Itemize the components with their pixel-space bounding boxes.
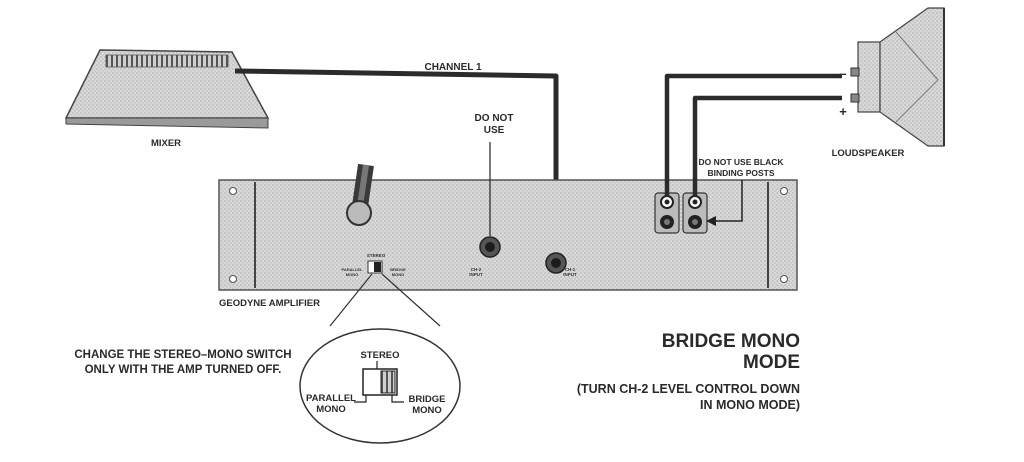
bridge-small-label-1: BRIDGE: [390, 267, 406, 272]
ch1-label-2: INPUT: [563, 272, 577, 277]
minus-terminal-label: –: [839, 66, 846, 81]
mode-title-line-2: MODE: [743, 352, 800, 373]
mode-note-line-1: (TURN CH-2 LEVEL CONTROL DOWN: [577, 382, 800, 396]
bridge-mono-label-2: MONO: [412, 405, 442, 416]
bridge-mono-label-1: BRIDGE: [409, 394, 446, 405]
power-cord: [346, 163, 374, 226]
switch-note-line-2: ONLY WITH THE AMP TURNED OFF.: [85, 364, 282, 376]
do-not-use-label-1: DO NOT: [475, 113, 514, 124]
stereo-label: STEREO: [360, 350, 399, 361]
parallel-mono-label-2: MONO: [316, 404, 346, 415]
stereo-small-label: STEREO: [367, 253, 386, 258]
amplifier-panel: [218, 179, 798, 291]
switch-callout: STEREO PARALLEL MONO BRIDGE MONO: [299, 273, 461, 444]
ch2-label-1: CH-2: [471, 267, 482, 272]
binding-posts-arrow: [706, 180, 743, 226]
parallel-small-label-2: MONO: [346, 272, 358, 277]
switch-note-line-1: CHANGE THE STEREO–MONO SWITCH: [74, 349, 291, 361]
ch1-input-jack: CH-1 INPUT: [545, 252, 577, 277]
mixer-label: MIXER: [151, 138, 181, 149]
channel-1-label: CHANNEL 1: [424, 62, 481, 73]
loudspeaker-label: LOUDSPEAKER: [832, 148, 905, 159]
parallel-small-label-1: PARALLEL: [341, 267, 363, 272]
parallel-mono-label-1: PARALLEL: [306, 393, 356, 404]
ch2-input-jack: CH-2 INPUT: [469, 142, 501, 277]
ch1-label-1: CH-1: [565, 267, 576, 272]
mixer: [64, 49, 270, 129]
ch2-label-2: INPUT: [469, 272, 483, 277]
binding-posts: [654, 192, 708, 234]
amplifier-label: GEODYNE AMPLIFIER: [219, 298, 320, 309]
loudspeaker: – +: [839, 7, 945, 147]
binding-posts-note-1: DO NOT USE BLACK: [699, 157, 785, 167]
mode-title-line-1: BRIDGE MONO: [662, 331, 800, 352]
speaker-cables: [664, 73, 842, 196]
binding-posts-note-2: BINDING POSTS: [707, 168, 774, 178]
plus-terminal-label: +: [839, 104, 847, 119]
stereo-mono-switch-small: STEREO PARALLEL MONO BRIDGE MONO: [341, 253, 406, 277]
mode-note-line-2: IN MONO MODE): [700, 398, 800, 412]
do-not-use-label-2: USE: [484, 125, 505, 136]
bridge-small-label-2: MONO: [392, 272, 404, 277]
